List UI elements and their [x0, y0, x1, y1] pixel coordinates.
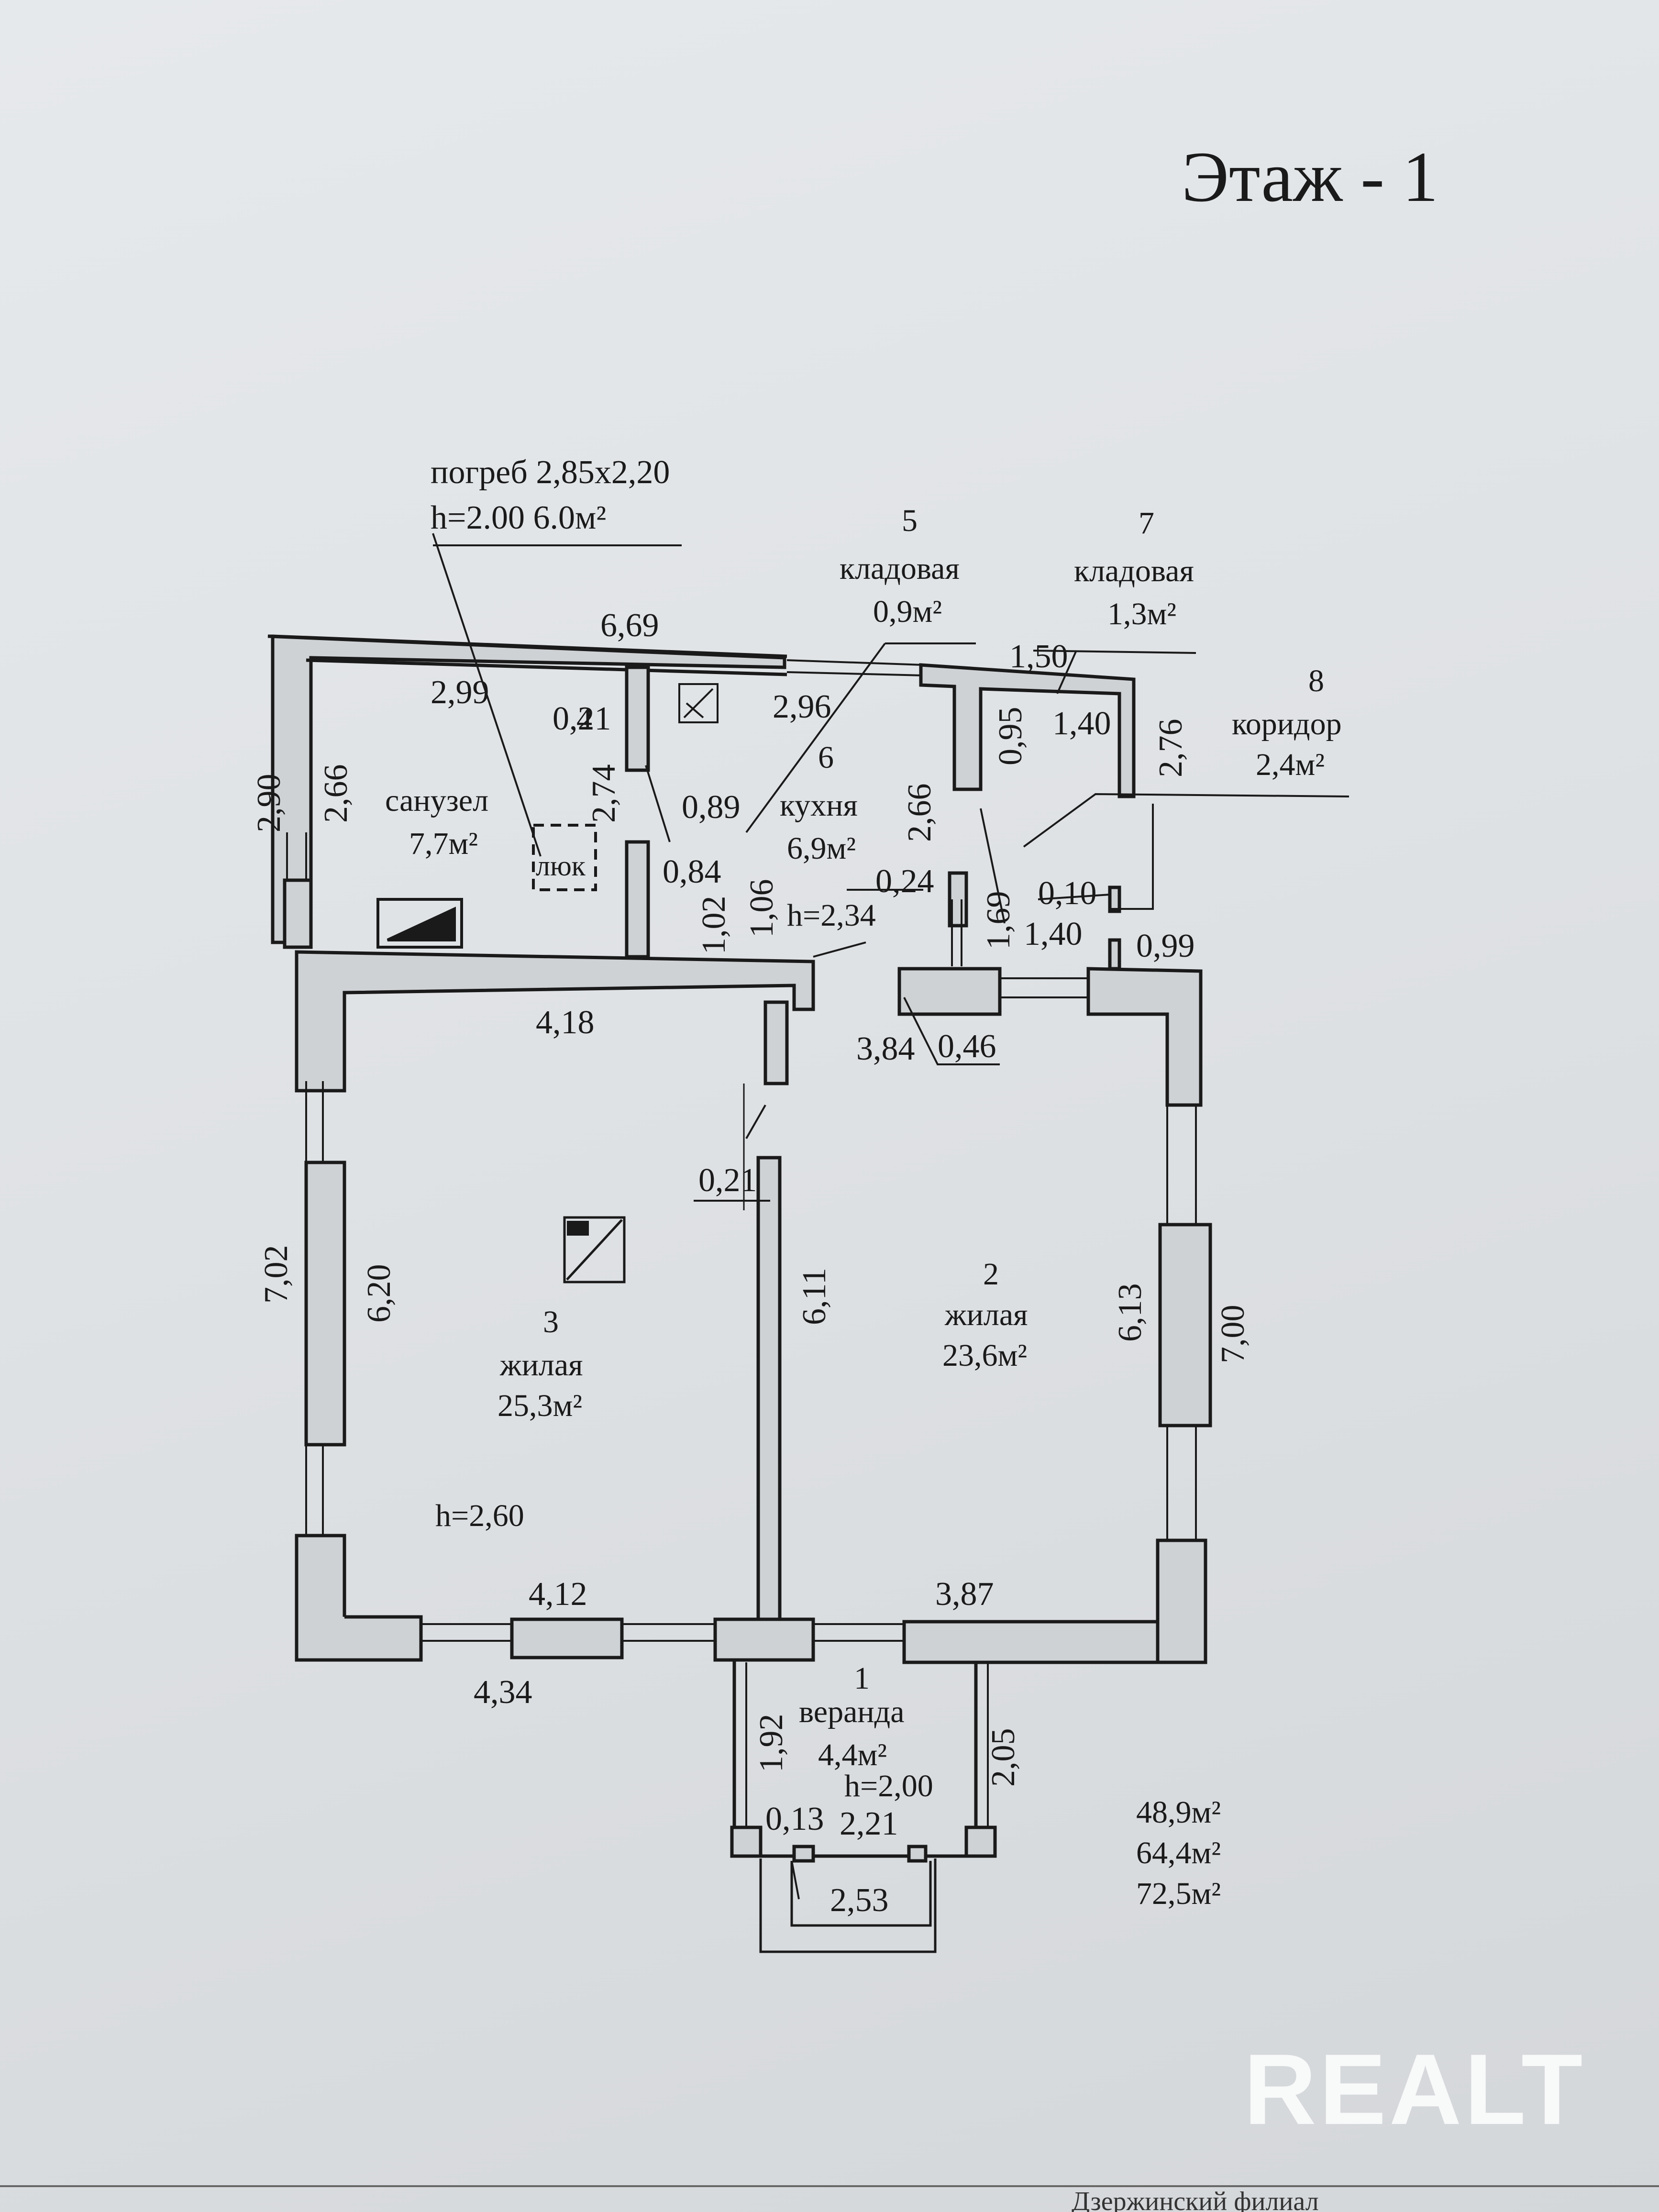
dim-274: 2,74 — [586, 764, 622, 823]
room-8-number: 8 — [1308, 664, 1324, 698]
room-1-name: веранда — [799, 1694, 905, 1729]
cellar-label-height: h=2.00 6.0м² — [431, 499, 606, 536]
room-1-area: 4,4м² — [818, 1737, 887, 1772]
room-7-name: кладовая — [1074, 553, 1194, 588]
walls — [267, 634, 1212, 1953]
room-6-height: h=2,34 — [787, 898, 876, 933]
sink-icon — [678, 683, 719, 723]
cellar-label-size: погреб 2,85x2,20 — [431, 454, 670, 491]
dim-102: 1,02 — [696, 896, 732, 955]
dim-412: 4,12 — [529, 1576, 587, 1613]
footer-text: Дзержинский филиал — [1072, 2187, 1319, 2212]
dim-095: 0,95 — [992, 707, 1029, 766]
dim-221: 2,21 — [840, 1805, 898, 1842]
room-1-number: 1 — [854, 1661, 870, 1696]
dim-106: 1,06 — [743, 879, 780, 938]
room-5-area: 0,9м² — [873, 594, 942, 629]
dim-169: 1,69 — [980, 891, 1017, 950]
room-4-area: 7,7м² — [409, 826, 478, 861]
room-6-name: кухня — [780, 788, 858, 823]
room-2-area: 23,6м² — [942, 1338, 1027, 1373]
room-1-height: h=2,00 — [844, 1769, 933, 1803]
dim-700: 7,00 — [1215, 1305, 1251, 1364]
dim-024: 0,24 — [875, 863, 934, 900]
dim-387: 3,87 — [935, 1576, 994, 1613]
total-area: 64,4м² — [1136, 1836, 1221, 1870]
stove-icon-room-3 — [563, 1216, 626, 1283]
room-4-name: санузел — [385, 783, 488, 818]
dim-266-b: 2,66 — [901, 784, 938, 842]
hatch-label: люк — [536, 850, 586, 882]
dim-192: 1,92 — [753, 1714, 790, 1773]
dim-010: 0,10 — [1038, 875, 1097, 912]
room-4-number: 4 — [576, 702, 592, 737]
room-8-name: коридор — [1232, 707, 1342, 741]
dim-205: 2,05 — [985, 1728, 1022, 1787]
room-3-height: h=2,60 — [435, 1498, 524, 1533]
dim-084: 0,84 — [663, 853, 721, 890]
dim-253: 2,53 — [830, 1882, 889, 1919]
room-6-area: 6,9м² — [787, 831, 856, 866]
dim-290: 2,90 — [251, 774, 288, 833]
room-2-name: жилая — [944, 1297, 1028, 1332]
floor-title: Этаж - 1 — [1182, 137, 1438, 217]
dim-296: 2,96 — [773, 688, 831, 725]
room-3-number: 3 — [543, 1305, 559, 1339]
dim-046: 0,46 — [938, 1028, 996, 1065]
realt-watermark: REALT — [1244, 2033, 1585, 2146]
room-7-number: 7 — [1139, 506, 1154, 541]
dim-418: 4,18 — [536, 1004, 595, 1041]
dim-140-b: 1,40 — [1024, 916, 1083, 952]
dim-613: 6,13 — [1112, 1283, 1149, 1342]
dim-099: 0,99 — [1136, 928, 1195, 964]
dim-276: 2,76 — [1152, 719, 1189, 778]
dim-620: 6,20 — [361, 1264, 398, 1323]
total-area-all: 72,5м² — [1136, 1876, 1221, 1911]
dim-150: 1,50 — [1009, 638, 1068, 675]
dim-434: 4,34 — [474, 1674, 532, 1711]
room-8-area: 2,4м² — [1256, 747, 1325, 782]
room-5-number: 5 — [902, 503, 918, 538]
room-7-area: 1,3м² — [1107, 597, 1176, 631]
dim-299: 2,99 — [431, 674, 489, 711]
total-living-area: 48,9м² — [1136, 1795, 1221, 1830]
dim-021-a: 0,21 — [553, 700, 611, 737]
room-3-name: жилая — [499, 1348, 583, 1382]
stove-icon — [376, 898, 463, 949]
room-5-name: кладовая — [840, 551, 960, 586]
dim-089: 0,89 — [682, 789, 741, 826]
dim-266-a: 2,66 — [318, 764, 354, 823]
dim-669: 6,69 — [600, 607, 659, 644]
dim-384: 3,84 — [856, 1030, 915, 1067]
room-2-number: 2 — [983, 1257, 999, 1292]
room-6-number: 6 — [818, 740, 834, 775]
room-3-area: 25,3м² — [498, 1388, 582, 1423]
dim-140-a: 1,40 — [1052, 705, 1111, 742]
leader-lines — [432, 533, 1349, 1900]
dim-013: 0,13 — [765, 1801, 824, 1837]
dim-702: 7,02 — [258, 1245, 295, 1304]
dim-611: 6,11 — [796, 1268, 833, 1325]
dim-021-b: 0,21 — [698, 1162, 757, 1199]
hatch-icon — [532, 824, 597, 891]
fixtures — [376, 683, 719, 1283]
